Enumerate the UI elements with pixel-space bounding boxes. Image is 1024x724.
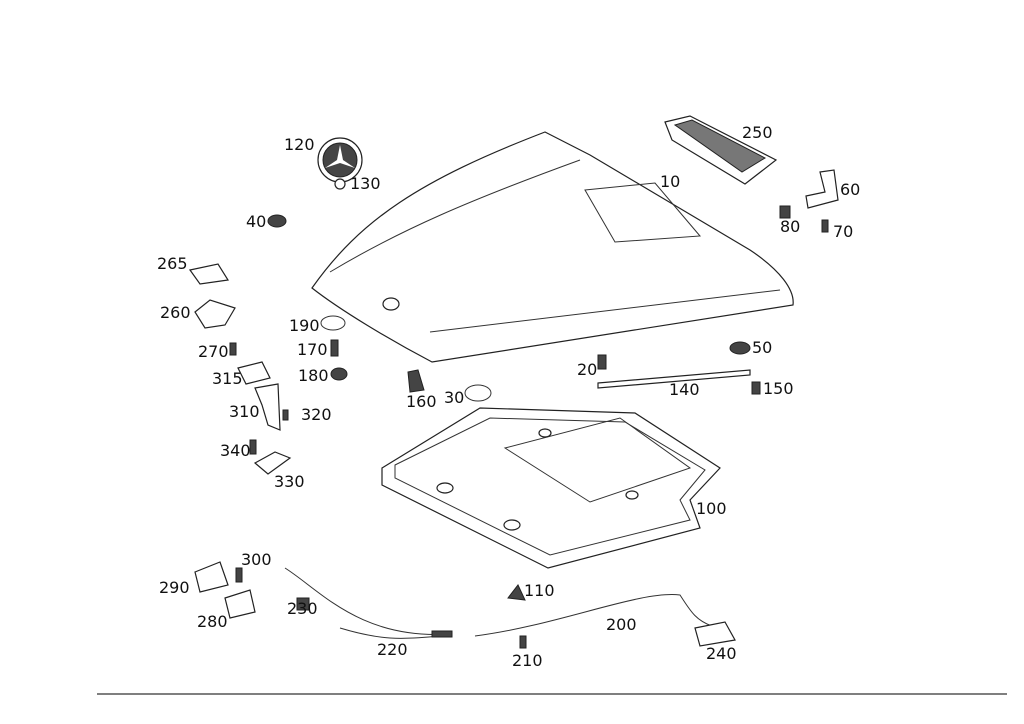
nut-180 [330,367,348,381]
bolt-80 [779,205,791,219]
cable-220 [284,567,451,635]
callout-240: 240 [706,644,737,663]
bolt-300 [235,567,243,583]
callout-260: 260 [160,303,191,322]
bolt-70 [821,219,829,233]
callout-50: 50 [752,338,772,357]
callout-150: 150 [763,379,794,398]
bolt-340 [249,439,257,455]
ring-190 [320,315,346,331]
callout-160: 160 [406,392,437,411]
callout-220: 220 [377,640,408,659]
lock-280 [224,589,256,619]
callout-210: 210 [512,651,543,670]
insulation-mat [381,407,721,569]
callout-330: 330 [274,472,305,491]
callout-60: 60 [840,180,860,199]
callout-130: 130 [350,174,381,193]
callout-300: 300 [241,550,272,569]
star-emblem [317,137,363,183]
clip-230 [296,597,310,611]
callout-140: 140 [669,380,700,399]
lock-290 [194,561,229,593]
hinge-60 [805,169,839,209]
callout-190: 190 [289,316,320,335]
buffer-50 [729,341,751,355]
callout-120: 120 [284,135,315,154]
callout-270: 270 [198,342,229,361]
pin-20 [597,354,607,370]
callout-10: 10 [660,172,680,191]
cable-end-220 [431,630,453,638]
clip-240 [694,621,736,647]
buffer-160 [407,369,425,393]
clip-210 [519,635,527,649]
cable-200 [474,594,713,637]
bolt-320 [282,409,289,421]
callout-280: 280 [197,612,228,631]
callout-200: 200 [606,615,637,634]
pad-315 [237,361,271,385]
callout-250: 250 [742,123,773,142]
bolt-150 [751,381,761,395]
callout-20: 20 [577,360,597,379]
callout-70: 70 [833,222,853,241]
callout-40: 40 [246,212,266,231]
callout-310: 310 [229,402,260,421]
callout-80: 80 [780,217,800,236]
callout-30: 30 [444,388,464,407]
clip-130 [334,178,346,190]
gas-strut-140 [597,369,751,389]
air-grille [664,115,778,185]
bracket-260 [194,299,236,329]
clip-110 [507,584,526,601]
pad-265 [188,263,229,285]
hood-panel [311,131,794,363]
bumper-170 [330,339,339,357]
bracket-330 [253,451,292,475]
callout-290: 290 [159,578,190,597]
bolt-270 [229,342,237,356]
callout-170: 170 [297,340,328,359]
callout-100: 100 [696,499,727,518]
callout-315: 315 [212,369,243,388]
callout-340: 340 [220,441,251,460]
ring-30 [464,384,492,402]
hinge-310 [254,383,281,431]
cable-220-branch [339,627,441,639]
callout-265: 265 [157,254,188,273]
callout-230: 230 [287,599,318,618]
callout-320: 320 [301,405,332,424]
callout-180: 180 [298,366,329,385]
callout-110: 110 [524,581,555,600]
emblem-40 [267,214,287,228]
